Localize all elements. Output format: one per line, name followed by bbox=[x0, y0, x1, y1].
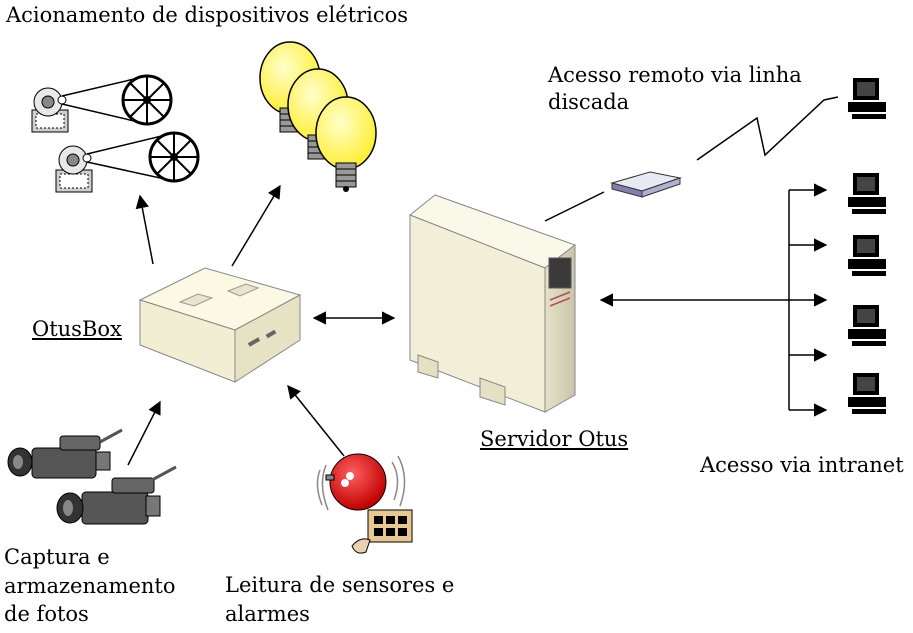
computer-icon bbox=[848, 78, 886, 119]
light-bulb-icon bbox=[315, 96, 377, 192]
server-icon bbox=[409, 194, 577, 413]
remote-access-label-line2: discada bbox=[548, 90, 630, 114]
computer-icon bbox=[848, 173, 886, 214]
motor-icon bbox=[31, 87, 69, 133]
motor-icon bbox=[55, 145, 93, 193]
wheel-icon bbox=[121, 74, 173, 126]
camcorder-icon bbox=[7, 428, 123, 479]
capture-label-line2: armazenamento bbox=[4, 574, 176, 598]
camcorder-icon bbox=[56, 465, 177, 525]
otusbox-device bbox=[138, 267, 302, 383]
otusbox-label: OtusBox bbox=[32, 317, 122, 341]
intranet-label: Acesso via intranet bbox=[700, 453, 904, 477]
keypad-icon bbox=[351, 509, 413, 554]
remote-access-label-line1: Acesso remoto via linha bbox=[548, 63, 802, 87]
sensors-label-line1: Leitura de sensores e bbox=[225, 573, 455, 597]
devices-label: Acionamento de dispositivos elétricos bbox=[6, 3, 409, 27]
alarm-bell-icon bbox=[316, 453, 406, 511]
capture-label-line1: Captura e bbox=[4, 545, 110, 569]
server-label: Servidor Otus bbox=[480, 427, 629, 451]
computer-icon bbox=[848, 373, 886, 414]
computer-icon bbox=[848, 305, 886, 346]
capture-label-line3: de fotos bbox=[4, 602, 89, 626]
computer-icon bbox=[848, 235, 886, 276]
wheel-icon bbox=[148, 131, 200, 183]
sensors-label-line2: alarmes bbox=[225, 602, 310, 626]
modem-icon bbox=[610, 171, 682, 198]
